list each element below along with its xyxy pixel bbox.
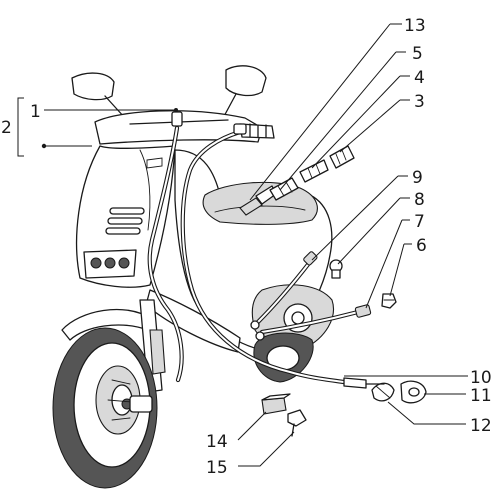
cable-routing xyxy=(147,111,372,385)
callout-label: 12 xyxy=(470,416,492,436)
barrel-part-12 xyxy=(371,382,395,402)
ferrule-part-4 xyxy=(299,159,329,183)
callout-label: 8 xyxy=(414,190,425,210)
adjuster-part-3 xyxy=(329,145,355,169)
leader-lines xyxy=(17,23,468,467)
callout-label: 5 xyxy=(412,44,423,64)
callout-label: 2 xyxy=(1,118,12,138)
sleeve-part-5 xyxy=(269,177,299,201)
scooter-illustration xyxy=(52,65,334,489)
callout-numbers: 1 2 3 4 5 6 7 8 9 10 11 12 13 14 15 xyxy=(1,16,492,478)
clamp-part-8 xyxy=(329,259,343,279)
loose-parts xyxy=(239,145,427,437)
callout-label: 1 xyxy=(30,102,41,122)
callout-label: 13 xyxy=(404,16,426,36)
bolt-part-15 xyxy=(287,409,307,437)
callout-label: 10 xyxy=(470,368,492,388)
bracket-part-14 xyxy=(261,393,291,415)
callout-label: 4 xyxy=(414,68,425,88)
callout-label: 11 xyxy=(470,386,492,406)
callout-label: 9 xyxy=(412,168,423,188)
callout-label: 3 xyxy=(414,92,425,112)
nut-part-11 xyxy=(400,380,427,404)
callout-label: 15 xyxy=(206,458,228,478)
callout-label: 14 xyxy=(206,432,228,452)
callout-label: 7 xyxy=(414,212,425,232)
nut-part-6 xyxy=(381,293,397,309)
callout-label: 6 xyxy=(416,236,427,256)
cable-end-part-10 xyxy=(343,377,385,389)
